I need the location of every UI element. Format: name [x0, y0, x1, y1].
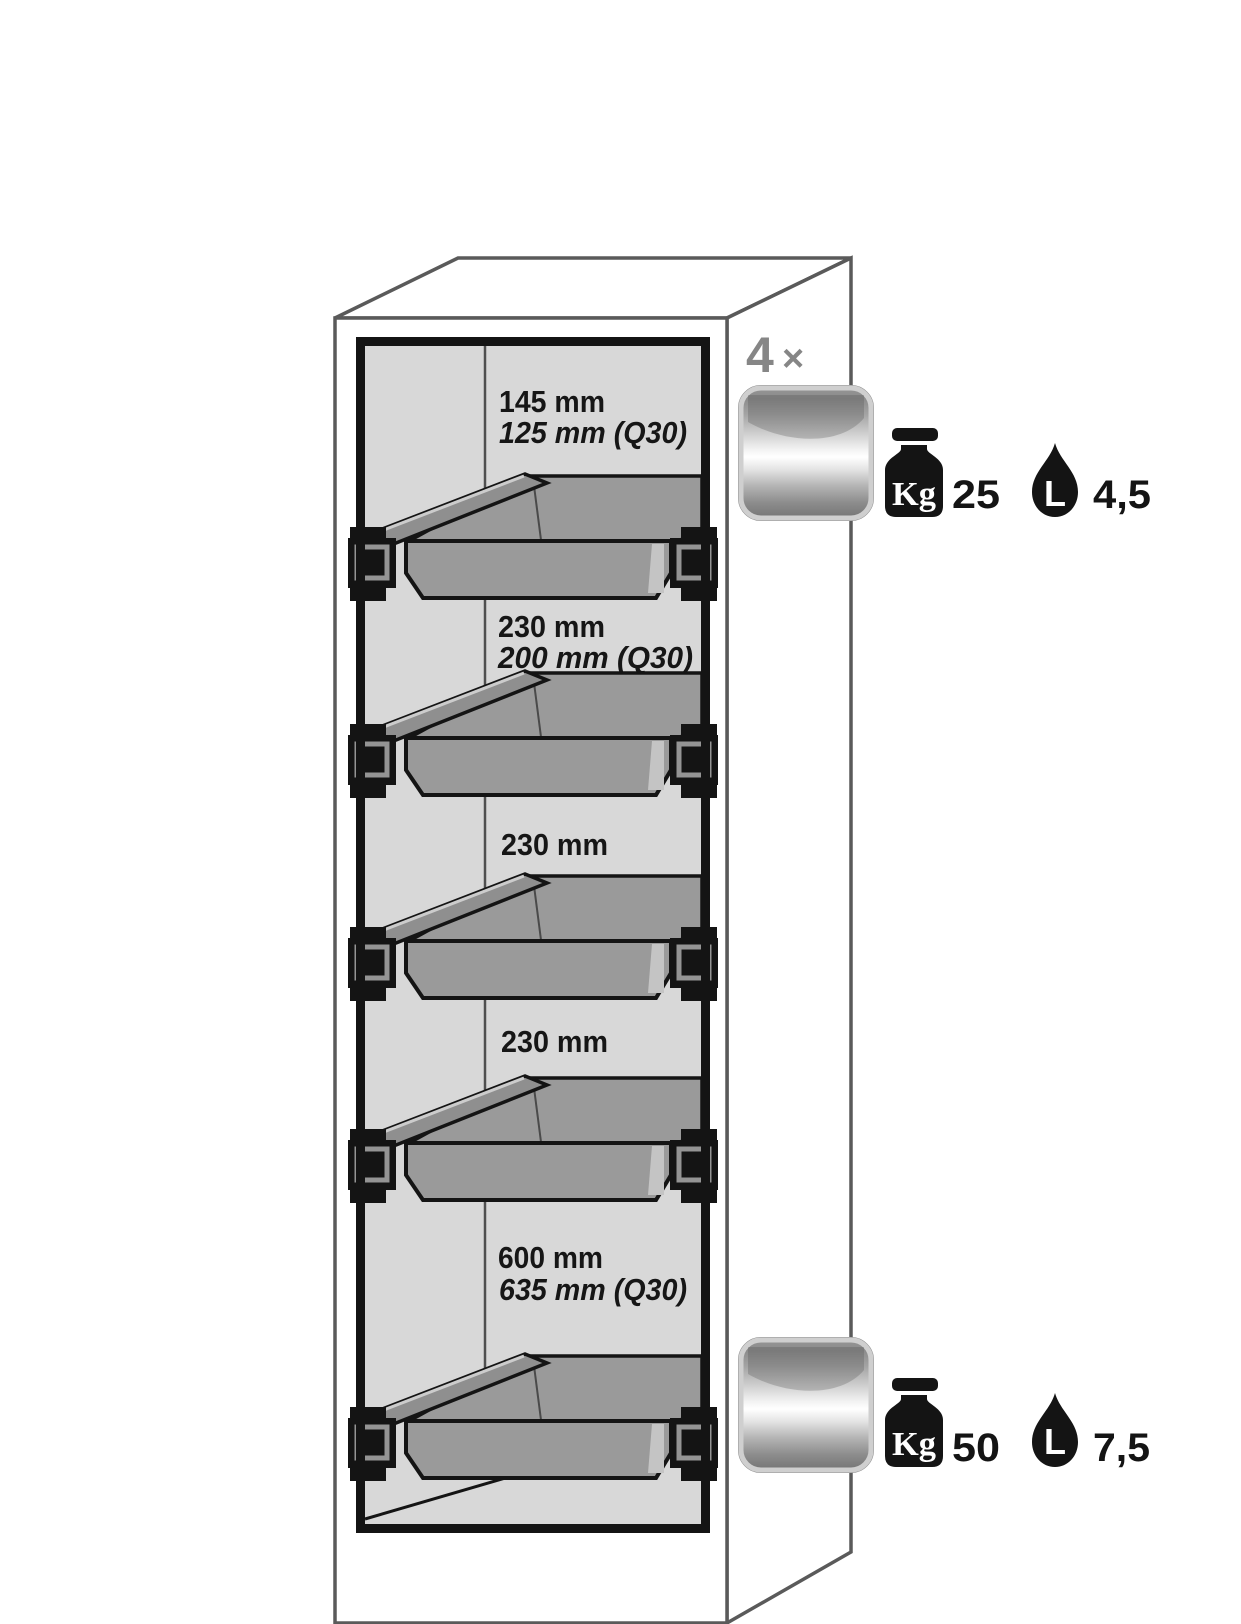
weight-unit-label-top: Kg — [892, 476, 936, 513]
compartment-1-height: 145 mm — [499, 384, 605, 419]
interior-opening: 145 mm 125 mm (Q30) 230 mm 200 mm (Q30) … — [348, 337, 718, 1533]
volume-unit-label-top: L — [1044, 473, 1066, 514]
compartment-2-height: 230 mm — [498, 609, 605, 644]
weight-unit-label-bottom: Kg — [892, 1426, 936, 1463]
floor-junction-line — [364, 1474, 513, 1521]
compartment-3-label: 230 mm — [501, 827, 608, 862]
weight-value-top: 25 — [952, 473, 1000, 517]
steel-tray-icon-top — [739, 386, 873, 520]
compartment-5-label: 600 mm 635 mm (Q30) — [498, 1240, 687, 1307]
compartment-1-label: 145 mm 125 mm (Q30) — [499, 384, 687, 450]
capacity-bottom: Kg 50 L 7,5 — [885, 1378, 1150, 1470]
compartment-5-height-q30: 635 mm (Q30) — [499, 1272, 687, 1307]
multiplier-times-icon: × — [782, 338, 804, 380]
multiplier-count: 4 — [746, 327, 774, 383]
compartment-2-label: 230 mm 200 mm (Q30) — [497, 609, 693, 675]
compartment-1-height-q30: 125 mm (Q30) — [499, 415, 687, 450]
steel-tray-icon-bottom — [739, 1338, 873, 1472]
compartment-5-height: 600 mm — [498, 1240, 603, 1275]
volume-value-bottom: 7,5 — [1093, 1426, 1150, 1470]
tray-quantity: 4 × — [746, 327, 804, 383]
compartment-4-height: 230 mm — [501, 1024, 608, 1059]
compartment-3-height: 230 mm — [501, 827, 608, 862]
volume-value-top: 4,5 — [1093, 473, 1151, 517]
capacity-top: Kg 25 L 4,5 — [885, 428, 1151, 517]
compartment-4-label: 230 mm — [501, 1024, 608, 1059]
compartment-2-height-q30: 200 mm (Q30) — [497, 640, 693, 675]
volume-unit-label-bottom: L — [1044, 1421, 1066, 1462]
weight-value-bottom: 50 — [952, 1426, 1000, 1470]
opening-frame — [356, 337, 710, 1533]
